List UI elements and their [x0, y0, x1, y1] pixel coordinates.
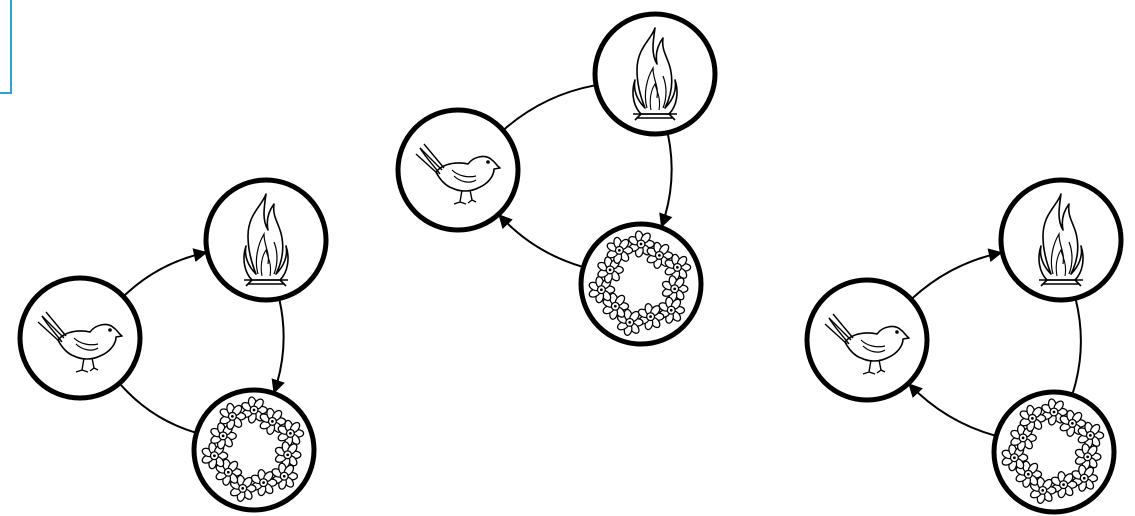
fire-node	[1001, 180, 1121, 300]
connector-bird-to-fire	[504, 85, 595, 129]
connector-fire-to-wreath	[274, 300, 284, 393]
fire-node	[206, 180, 326, 300]
bird-node	[20, 278, 140, 398]
connector-fire-to-wreath	[662, 134, 672, 227]
fire-node	[595, 14, 715, 134]
bird-node	[398, 110, 518, 230]
connector-bird-to-fire	[124, 253, 206, 296]
wreath-node	[194, 390, 314, 510]
cycle-2	[398, 14, 715, 344]
cycle-1	[20, 180, 326, 510]
connector-wreath-to-bird	[120, 384, 195, 433]
wreath-node	[994, 392, 1114, 512]
connector-bird-to-fire	[912, 253, 1001, 299]
connector-wreath-to-bird	[499, 215, 582, 267]
wreath-node	[581, 224, 701, 344]
connector-fire-to-wreath	[1073, 299, 1081, 394]
cycle-3	[807, 180, 1121, 512]
connector-wreath-to-bird	[909, 384, 995, 436]
bird-node	[807, 280, 927, 400]
